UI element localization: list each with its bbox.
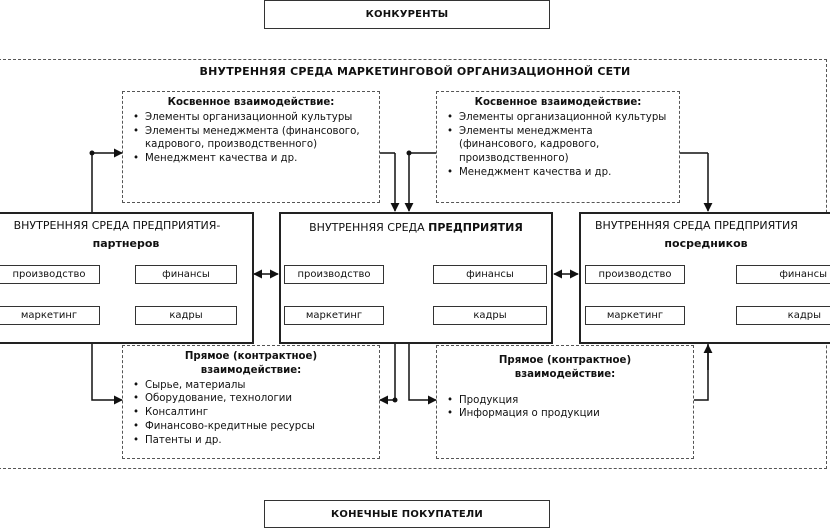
indirect-left-box: Косвенное взаимодействие: Элементы орган… (122, 91, 380, 203)
intermediaries-production-box: производство (585, 265, 685, 284)
list-item: Элементы организационной культуры (131, 111, 371, 125)
list-item: Консалтинг (131, 406, 371, 420)
list-item: Элементы менеджмента (финансового, кадро… (131, 125, 371, 153)
direct-left-title-line2: взаимодействие: (200, 364, 302, 376)
enterprise-staff-box: кадры (433, 306, 547, 325)
list-item: Информация о продукции (445, 407, 685, 421)
partners-title-line1: ВНУТРЕННЯЯ СРЕДА ПРЕДПРИЯТИЯ- (13, 219, 221, 232)
list-item: Оборудование, технологии (131, 392, 371, 406)
direct-left-title-line1: Прямое (контрактное) (184, 351, 318, 362)
direct-right-title-line2: взаимодействие: (514, 368, 616, 380)
enterprise-title: ВНУТРЕННЯЯ СРЕДА ПРЕДПРИЯТИЯ (279, 219, 553, 237)
partners-title-line2: партнеров (92, 237, 160, 250)
indirect-right-title: Косвенное взаимодействие: (474, 97, 642, 108)
list-item: Элементы организационной культуры (445, 111, 671, 125)
list-item: Элементы менеджмента (финансового, кадро… (445, 125, 671, 166)
network-title: ВНУТРЕННЯЯ СРЕДА МАРКЕТИНГОВОЙ ОРГАНИЗАЦ… (199, 65, 631, 78)
partners-staff-box: кадры (135, 306, 237, 325)
intermediaries-marketing-box: маркетинг (585, 306, 685, 325)
enterprise-title-bold: ПРЕДПРИЯТИЯ (428, 221, 523, 234)
enterprise-marketing-box: маркетинг (284, 306, 384, 325)
list-item: Продукция (445, 394, 685, 408)
enterprise-title-plain: ВНУТРЕННЯЯ СРЕДА (309, 221, 429, 234)
indirect-left-title: Косвенное взаимодействие: (167, 97, 335, 108)
list-item: Патенты и др. (131, 434, 371, 448)
competitors-box: КОНКУРЕНТЫ (264, 0, 550, 29)
direct-right-title-line1: Прямое (контрактное) (498, 355, 632, 366)
indirect-right-box: Косвенное взаимодействие: Элементы орган… (436, 91, 680, 203)
end-customers-box: КОНЕЧНЫЕ ПОКУПАТЕЛИ (264, 500, 550, 528)
partners-marketing-box: маркетинг (0, 306, 100, 325)
direct-left-box: Прямое (контрактное) взаимодействие: Сыр… (122, 345, 380, 459)
intermediaries-finance-box: финансы (736, 265, 830, 284)
partners-finance-box: финансы (135, 265, 237, 284)
enterprise-production-box: производство (284, 265, 384, 284)
list-item: Сырье, материалы (131, 379, 371, 393)
intermediaries-title-line1: ВНУТРЕННЯЯ СРЕДА ПРЕДПРИЯТИЯ (595, 219, 798, 232)
intermediaries-staff-box: кадры (736, 306, 830, 325)
list-item: Финансово-кредитные ресурсы (131, 420, 371, 434)
intermediaries-title-line2: посредников (664, 237, 748, 250)
partners-production-box: производство (0, 265, 100, 284)
list-item: Менеджмент качества и др. (445, 166, 671, 180)
list-item: Менеджмент качества и др. (131, 152, 371, 166)
enterprise-finance-box: финансы (433, 265, 547, 284)
